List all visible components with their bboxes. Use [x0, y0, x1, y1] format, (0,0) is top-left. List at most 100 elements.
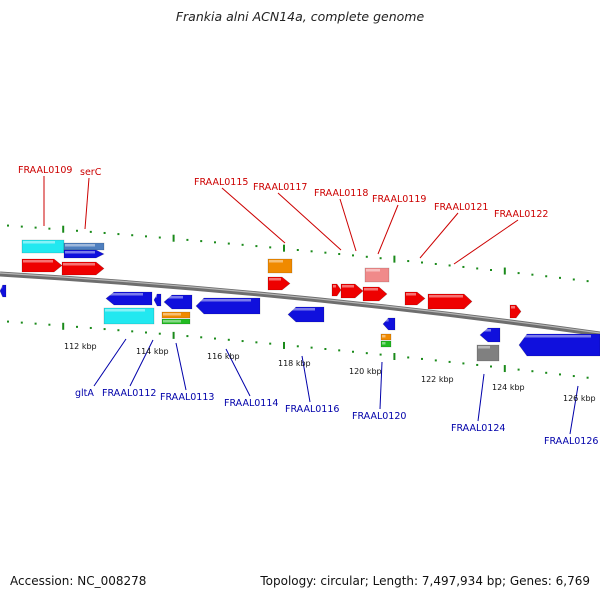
backbone-line — [0, 271, 600, 337]
gene-fraal0121 — [404, 291, 426, 306]
gene-labels: FRAAL0109 serC FRAAL0115 FRAAL0117FRAAL0118… — [18, 165, 598, 447]
reverse-label: FRAAL0120 — [352, 411, 406, 422]
reverse-label: FRAAL0113 — [160, 392, 214, 403]
reverse-label: FRAAL0116 — [285, 404, 339, 415]
gene-fraal0115 — [267, 276, 291, 291]
gene-fraal0126 — [518, 333, 600, 357]
leader-forward — [339, 198, 357, 252]
tick-marks — [7, 224, 589, 379]
scale-label: 124 kbp — [492, 383, 525, 392]
scale-labels: 112 kbp 114 kbp 116 kbp 118 kbp 120 kbp 122 k… — [64, 342, 596, 403]
gene-blue-tiny-shine — [155, 295, 157, 298]
leader-reverse — [477, 373, 485, 422]
gene-serc — [61, 261, 105, 276]
reverse-label: FRAAL0112 — [102, 388, 156, 399]
scale-label: 114 kbp — [136, 347, 169, 356]
gene-fraal0118 — [340, 283, 364, 299]
leader-reverse — [301, 355, 311, 403]
gene-steel-upper — [63, 242, 105, 251]
leader-reverse — [379, 361, 383, 410]
gene-fraal0120 — [382, 317, 396, 331]
gene-fraal0119-shine — [364, 288, 378, 291]
gene-fraal0114-shine — [197, 299, 251, 302]
gene-fraal0124-shine — [478, 346, 490, 349]
reverse-label: FRAAL0124 — [451, 423, 505, 434]
backbone-highlight — [0, 272, 600, 334]
gene-blue-tiny — [153, 293, 162, 307]
forward-label: FRAAL0118 — [314, 188, 368, 199]
scale-label: 112 kbp — [64, 342, 97, 351]
reverse-label: FRAAL0114 — [224, 398, 278, 409]
forward-label: FRAAL0122 — [494, 209, 548, 220]
gene-fraal0120-green — [380, 340, 392, 348]
scale-label: 116 kbp — [207, 352, 240, 361]
gene-cyan-upper-shine — [23, 241, 55, 244]
gene-right-edge — [509, 304, 522, 319]
forward-label: FRAAL0119 — [372, 194, 426, 205]
genome-title: Frankia alni ACN14a, complete genome — [175, 9, 425, 24]
leader-forward — [377, 204, 399, 255]
leader-reverse — [225, 348, 251, 397]
forward-label: FRAAL0117 — [253, 182, 307, 193]
gene-fraal0116 — [287, 306, 325, 323]
gene-blue-a — [105, 291, 153, 306]
leader-forward — [419, 212, 459, 259]
gene-blue-upper — [63, 249, 105, 259]
gene-right-edge-shine — [511, 306, 516, 309]
gene-fraal0115-orange-shine — [269, 260, 283, 263]
forward-label: FRAAL0115 — [194, 177, 248, 188]
leader-reverse — [93, 338, 127, 387]
gene-fraal0113-orange — [161, 311, 191, 319]
forward-label: FRAAL0121 — [434, 202, 488, 213]
gene-fraal0109-shine — [23, 260, 53, 263]
gene-fraal0109 — [21, 258, 63, 273]
gene-serc-shine — [63, 263, 95, 266]
gene-fraal0124 — [476, 344, 500, 362]
gene-blue-upper-shine — [65, 251, 95, 254]
forward-label: serC — [80, 167, 102, 178]
leader-forward — [277, 192, 342, 251]
leader-forward — [453, 219, 519, 265]
gene-fraal0116-shine — [289, 308, 315, 311]
leader-reverse — [129, 339, 154, 387]
gene-fraal0120-orange-shine — [382, 335, 386, 338]
gene-fraal0119 — [362, 286, 388, 302]
gene-fraal0126-shine — [520, 335, 591, 338]
label-leader-lines — [43, 176, 579, 435]
gene-fraal0118-shine — [342, 285, 354, 288]
reverse-label: FRAAL0126 — [544, 436, 598, 447]
gene-fraal0119-pink-shine — [366, 269, 380, 272]
gene-fraal0113-green — [161, 318, 191, 325]
scale-label: 118 kbp — [278, 359, 311, 368]
forward-label: FRAAL0109 — [18, 165, 72, 176]
scale-label: 120 kbp — [349, 367, 382, 376]
gene-fraal0122 — [427, 293, 473, 310]
gene-gltA-shine — [105, 309, 145, 312]
scale-label: 122 kbp — [421, 375, 454, 384]
gene-blue-c-shine — [481, 329, 491, 332]
leader-reverse — [569, 385, 579, 435]
gene-steel-upper-shine — [65, 244, 95, 247]
genome-info-text: Topology: circular; Length: 7,497,934 bp… — [260, 574, 590, 588]
gene-fraal0115-shine — [269, 278, 281, 281]
gene-fraal0120-orange — [380, 333, 392, 341]
gene-blue-c — [479, 327, 501, 343]
gene-blue-a-shine — [107, 293, 143, 296]
gene-fraal0113-green-shine — [163, 320, 181, 323]
leader-forward — [84, 177, 90, 230]
leader-forward — [221, 187, 286, 244]
gene-fraal0115-orange — [267, 258, 293, 274]
reverse-label: gltA — [75, 388, 94, 399]
gene-left-edge-shine — [1, 286, 3, 289]
gene-fraal0122-shine — [429, 295, 463, 298]
gene-blue-b — [163, 294, 193, 310]
gene-fraal0120-green-shine — [382, 342, 386, 345]
gene-fraal0113-orange-shine — [163, 313, 181, 316]
scale-label: 126 kbp — [563, 394, 596, 403]
leader-reverse — [175, 342, 187, 391]
gene-gltA — [103, 307, 155, 325]
gene-fraal0114 — [195, 297, 261, 315]
genome-backbone — [0, 271, 600, 337]
